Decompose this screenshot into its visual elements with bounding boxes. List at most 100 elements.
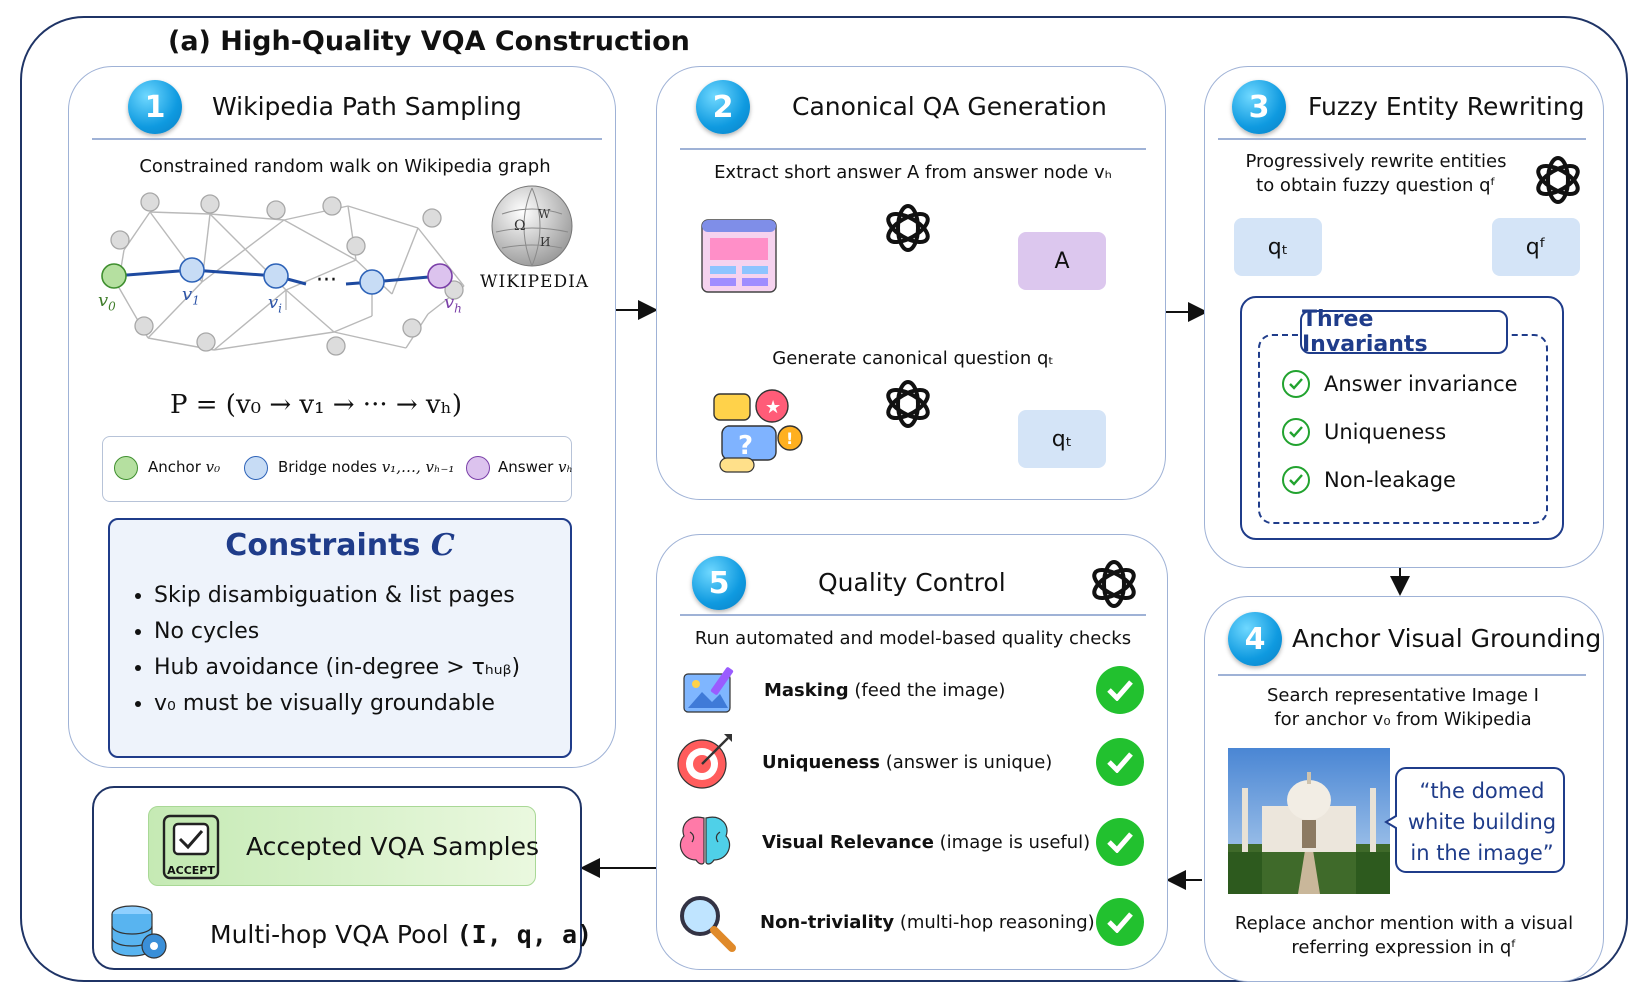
openai-icon [886,204,930,252]
brain-icon [679,816,731,865]
path-formula: P = (v₀ → v₁ → ··· → vₕ) [170,390,462,420]
step-4-bottom-caption: Replace anchor mention with a visual ref… [1214,912,1594,960]
taj-mahal-image [1228,748,1390,894]
accept-badge-text: ACCEPT [167,864,215,877]
step-2-divider [680,148,1146,150]
step-5-caption: Run automated and model-based quality ch… [694,628,1132,649]
step-1-caption: Constrained random walk on Wikipedia gra… [139,156,551,177]
canonical-question-box: qₜ [1018,410,1106,468]
constraints-box [108,518,572,758]
label-v1: v1 [182,284,200,308]
referring-expression: “the domed white building in the image” [1396,776,1568,869]
graph-legend [102,436,572,502]
question-chat-icon: ★ ? ! [713,389,803,473]
step-2-title: Canonical QA Generation [792,92,1107,121]
constraint-item: Skip disambiguation & list pages [154,578,562,614]
check-passed-icon [1096,666,1144,714]
quote-bubble [1384,767,1565,873]
check-visual-relevance: Visual Relevance (image is useful) [762,832,1091,853]
fuzzy-question-box: qᶠ [1492,218,1580,276]
wikipedia-wordmark: WIKIPEDIA [480,272,590,292]
invariants-box [1240,296,1564,540]
referring-expression-line: in the image” [1410,841,1554,865]
referring-expression-line: white building [1407,810,1557,834]
output-pool-panel [92,786,582,970]
invariant-item: Non-leakage [1282,466,1518,494]
step-4-bottom-line: referring expression in qᶠ [1291,937,1517,958]
pool-label: Multi-hop VQA Pool (I, q, a) [210,920,593,949]
check-non-triviality: Non-triviality (multi-hop reasoning) [760,912,1095,933]
svg-text:W: W [538,207,551,221]
invariant-label: Non-leakage [1324,468,1456,492]
wikipedia-globe-icon: Ω W И [491,185,573,267]
invariant-item: Uniqueness [1282,418,1518,446]
answer-box: A [1018,232,1106,290]
invariants-list: Answer invariance Uniqueness Non-leakage [1282,370,1518,494]
svg-text:!: ! [786,429,793,448]
main-title: (a) High-Quality VQA Construction [168,26,690,57]
svg-text:Ω: Ω [514,218,526,234]
legend-answer-swatch [466,456,490,480]
step-2-badge: 2 [696,80,750,134]
bridge-node-1 [179,257,205,283]
constraint-item: Hub avoidance (in-degree > τₕᵤᵦ) [154,650,562,686]
step-2-caption-bottom: Generate canonical question qₜ [772,348,1054,369]
openai-icon [886,380,930,428]
label-vh: vh [444,292,462,316]
check-circle-icon [1282,370,1310,398]
step-3-badge: 3 [1232,80,1286,134]
legend-anchor-swatch [114,456,138,480]
step-4-title: Anchor Visual Grounding [1292,624,1602,653]
step-4-badge: 4 [1228,612,1282,666]
invariant-item: Answer invariance [1282,370,1518,398]
step-1-divider [92,138,602,140]
bridge-node-last [359,269,385,295]
step-3-caption-line: to obtain fuzzy question qᶠ [1256,175,1496,196]
svg-text:?: ? [738,431,753,461]
check-passed-icon [1096,818,1144,866]
check-circle-icon [1282,466,1310,494]
label-v0: v0 [98,290,116,314]
step-3-caption: Progressively rewrite entities to obtain… [1226,150,1526,198]
step-4-bottom-line: Replace anchor mention with a visual [1234,913,1574,934]
accept-badge-icon [162,814,220,880]
graph-nodes [110,192,464,356]
step-5-title: Quality Control [818,568,1006,597]
step-3-title: Fuzzy Entity Rewriting [1308,92,1585,121]
svg-text:★: ★ [765,397,781,418]
step-2-caption-top: Extract short answer A from answer node … [714,162,1112,183]
anchor-node [101,263,127,289]
check-masking: Masking (feed the image) [764,680,1006,701]
constraints-title: Constraints C [225,528,455,563]
referring-expression-line: “the domed [1419,779,1545,803]
step-1-title: Wikipedia Path Sampling [212,92,522,121]
step-5-badge: 5 [692,556,746,610]
path-ellipsis: ··· [316,268,337,293]
constraint-item: No cycles [154,614,562,650]
openai-icon [1536,156,1580,204]
step-4-caption: Search representative Image I for anchor… [1218,684,1588,732]
step-4-caption-line: for anchor v₀ from Wikipedia [1274,709,1532,730]
invariant-label: Answer invariance [1324,372,1518,396]
step-3-caption-line: Progressively rewrite entities [1245,151,1507,172]
openai-icon [1092,560,1136,608]
legend-anchor: Anchor v₀ [148,458,221,476]
magnifier-icon [680,896,736,952]
step-5-divider [680,614,1146,616]
webpage-icon [701,219,777,293]
constraints-list: Skip disambiguation & list pages No cycl… [132,578,562,722]
panel-quality-control [656,534,1168,970]
answer-node [427,263,453,289]
bridge-node-i [263,263,289,289]
accepted-samples-label: Accepted VQA Samples [246,832,539,861]
wikipedia-graph [101,192,465,356]
check-circle-icon [1282,418,1310,446]
invariant-label: Uniqueness [1324,420,1447,444]
target-icon [677,734,732,789]
legend-bridge-swatch [244,456,268,480]
constraint-item: v₀ must be visually groundable [154,686,562,722]
legend-bridge: Bridge nodes v₁,…, vₕ₋₁ [278,458,455,476]
check-passed-icon [1096,898,1144,946]
database-gear-icon [111,905,167,959]
invariants-title: Three Invariants [1300,307,1508,357]
